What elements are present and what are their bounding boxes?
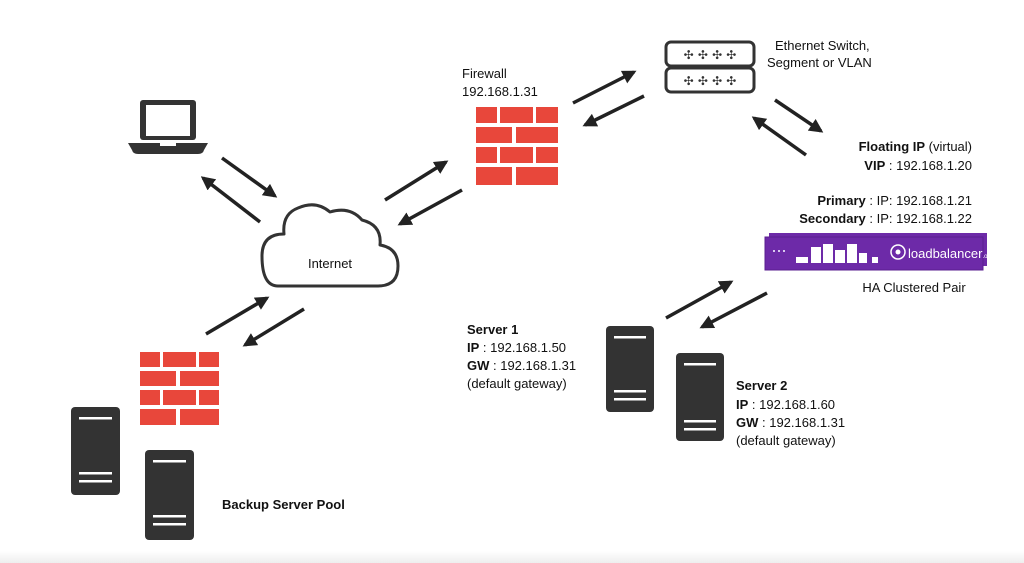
server-1-note: (default gateway) [467, 376, 567, 391]
server-2-icon [676, 353, 724, 441]
connection-arrows [200, 70, 824, 347]
arrow [397, 188, 463, 226]
backup-firewall-icon [140, 352, 219, 425]
internet-label: Internet [308, 256, 352, 271]
primary-ip-text: Primary : IP: 192.168.1.21 [817, 193, 972, 208]
server-1-ip: IP : 192.168.1.50 [467, 340, 566, 355]
bottom-scroll-edge [0, 551, 1024, 563]
arrow [242, 307, 305, 347]
ha-pair-caption: HA Clustered Pair [862, 280, 966, 295]
backup-pool-label: Backup Server Pool [222, 497, 345, 512]
arrow [220, 156, 278, 198]
arrow [774, 98, 824, 133]
floating-ip-title: Floating IP (virtual) [859, 139, 972, 154]
loadbalancer-appliance-pair-icon: loadbalancer.org [764, 233, 993, 271]
floating-ip-vip: VIP : 192.168.1.20 [864, 158, 972, 173]
server-2-gw: GW : 192.168.1.31 [736, 415, 845, 430]
firewall-label: Firewall [462, 66, 507, 81]
backup-server-icon [145, 450, 194, 540]
switch-label-line2: Segment or VLAN [767, 55, 872, 70]
server-2-note: (default gateway) [736, 433, 836, 448]
server-1-title: Server 1 [467, 322, 518, 337]
server-2-ip: IP : 192.168.1.60 [736, 397, 835, 412]
arrow [205, 296, 270, 336]
backup-server-icon [71, 407, 120, 495]
firewall-ip: 192.168.1.31 [462, 84, 538, 99]
arrow [699, 291, 768, 329]
ethernet-switch-icon: ✣ ✣ ✣ ✣ ✣ ✣ ✣ ✣ [664, 40, 756, 94]
loadbalancer-brand-text: loadbalancer.org [908, 246, 993, 261]
switch-label-line1: Ethernet Switch, [775, 38, 870, 53]
laptop-icon [128, 100, 208, 154]
arrow [200, 176, 262, 224]
svg-text:✣ ✣ ✣ ✣: ✣ ✣ ✣ ✣ [684, 74, 737, 88]
arrow [751, 116, 808, 157]
server-1-gw: GW : 192.168.1.31 [467, 358, 576, 373]
arrow [582, 94, 645, 127]
svg-text:✣ ✣ ✣ ✣: ✣ ✣ ✣ ✣ [684, 48, 737, 62]
arrow [665, 280, 734, 320]
server-1-icon [606, 326, 654, 412]
internet-cloud-icon [260, 203, 400, 288]
firewall-icon [476, 107, 558, 185]
server-2-title: Server 2 [736, 378, 787, 393]
arrow [384, 160, 449, 202]
secondary-ip-text: Secondary : IP: 192.168.1.22 [799, 211, 972, 226]
arrow [572, 70, 637, 105]
